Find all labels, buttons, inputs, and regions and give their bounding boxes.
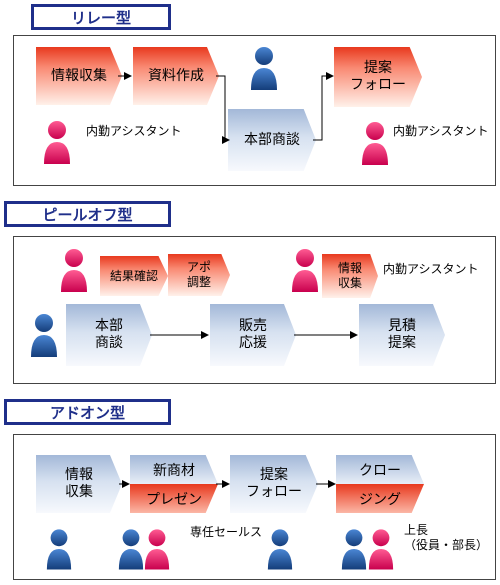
- peeloff-step-support: 販売 応援: [210, 304, 296, 366]
- relay-arrow-3: [313, 72, 334, 141]
- relay-step-docs: 資料作成: [133, 47, 219, 105]
- addon-person-icon-6: [368, 529, 394, 570]
- relay-step-hq: 本部商談: [228, 109, 316, 171]
- peeloff-step-result: 結果確認: [100, 256, 168, 296]
- peeloff-person-icon-sales: [31, 314, 57, 357]
- addon-boss-label: 上長 （役員・部長）: [404, 523, 489, 552]
- addon-person-icon-2: [118, 529, 144, 570]
- addon-step-newproduct-bottom: プレゼン: [130, 484, 218, 513]
- addon-step-closing-bottom: ジング: [336, 484, 424, 513]
- relay-title-text: リレー型: [70, 8, 131, 27]
- peeloff-step-info: 情報 収集: [322, 254, 378, 298]
- peeloff-step-estimate: 見積 提案: [359, 304, 445, 366]
- addon-step-newproduct-top: 新商材: [130, 455, 218, 484]
- peeloff-title-text: ピールオフ型: [42, 205, 133, 224]
- addon-sales-label: 専任セールス: [190, 525, 263, 539]
- relay-person-icon-2: [362, 122, 388, 165]
- addon-person-icon-4: [267, 529, 293, 570]
- relay-person-icon-1: [44, 121, 70, 164]
- peeloff-step-appoint: アポ 調整: [168, 254, 230, 296]
- addon-person-icon-1: [46, 529, 72, 570]
- addon-step-closing: クロー ジング: [336, 455, 424, 513]
- relay-assistant-label-2: 内勤アシスタント: [393, 124, 489, 138]
- peeloff-person-icon-1: [61, 249, 87, 292]
- addon-person-icon-3: [144, 529, 170, 570]
- relay-step-info: 情報収集: [36, 47, 122, 105]
- addon-title-text: アドオン型: [49, 403, 125, 422]
- peeloff-title: ピールオフ型: [4, 201, 171, 227]
- relay-arrow-2: [216, 75, 230, 144]
- addon-step-info: 情報 収集: [36, 455, 122, 513]
- peeloff-step-hq: 本部 商談: [66, 304, 152, 366]
- relay-step-proposal: 提案 フォロー: [334, 47, 422, 107]
- relay-person-icon-hq: [251, 47, 277, 90]
- addon-step-newproduct: 新商材 プレゼン: [130, 455, 218, 513]
- peeloff-person-icon-2: [292, 249, 318, 292]
- relay-assistant-label-1: 内勤アシスタント: [86, 124, 182, 138]
- addon-step-proposal: 提案 フォロー: [230, 455, 318, 513]
- relay-title: リレー型: [31, 4, 171, 30]
- addon-person-icon-5: [341, 529, 367, 570]
- peeloff-assistant-label: 内勤アシスタント: [383, 262, 479, 276]
- addon-step-closing-top: クロー: [336, 455, 424, 484]
- addon-title: アドオン型: [4, 399, 171, 425]
